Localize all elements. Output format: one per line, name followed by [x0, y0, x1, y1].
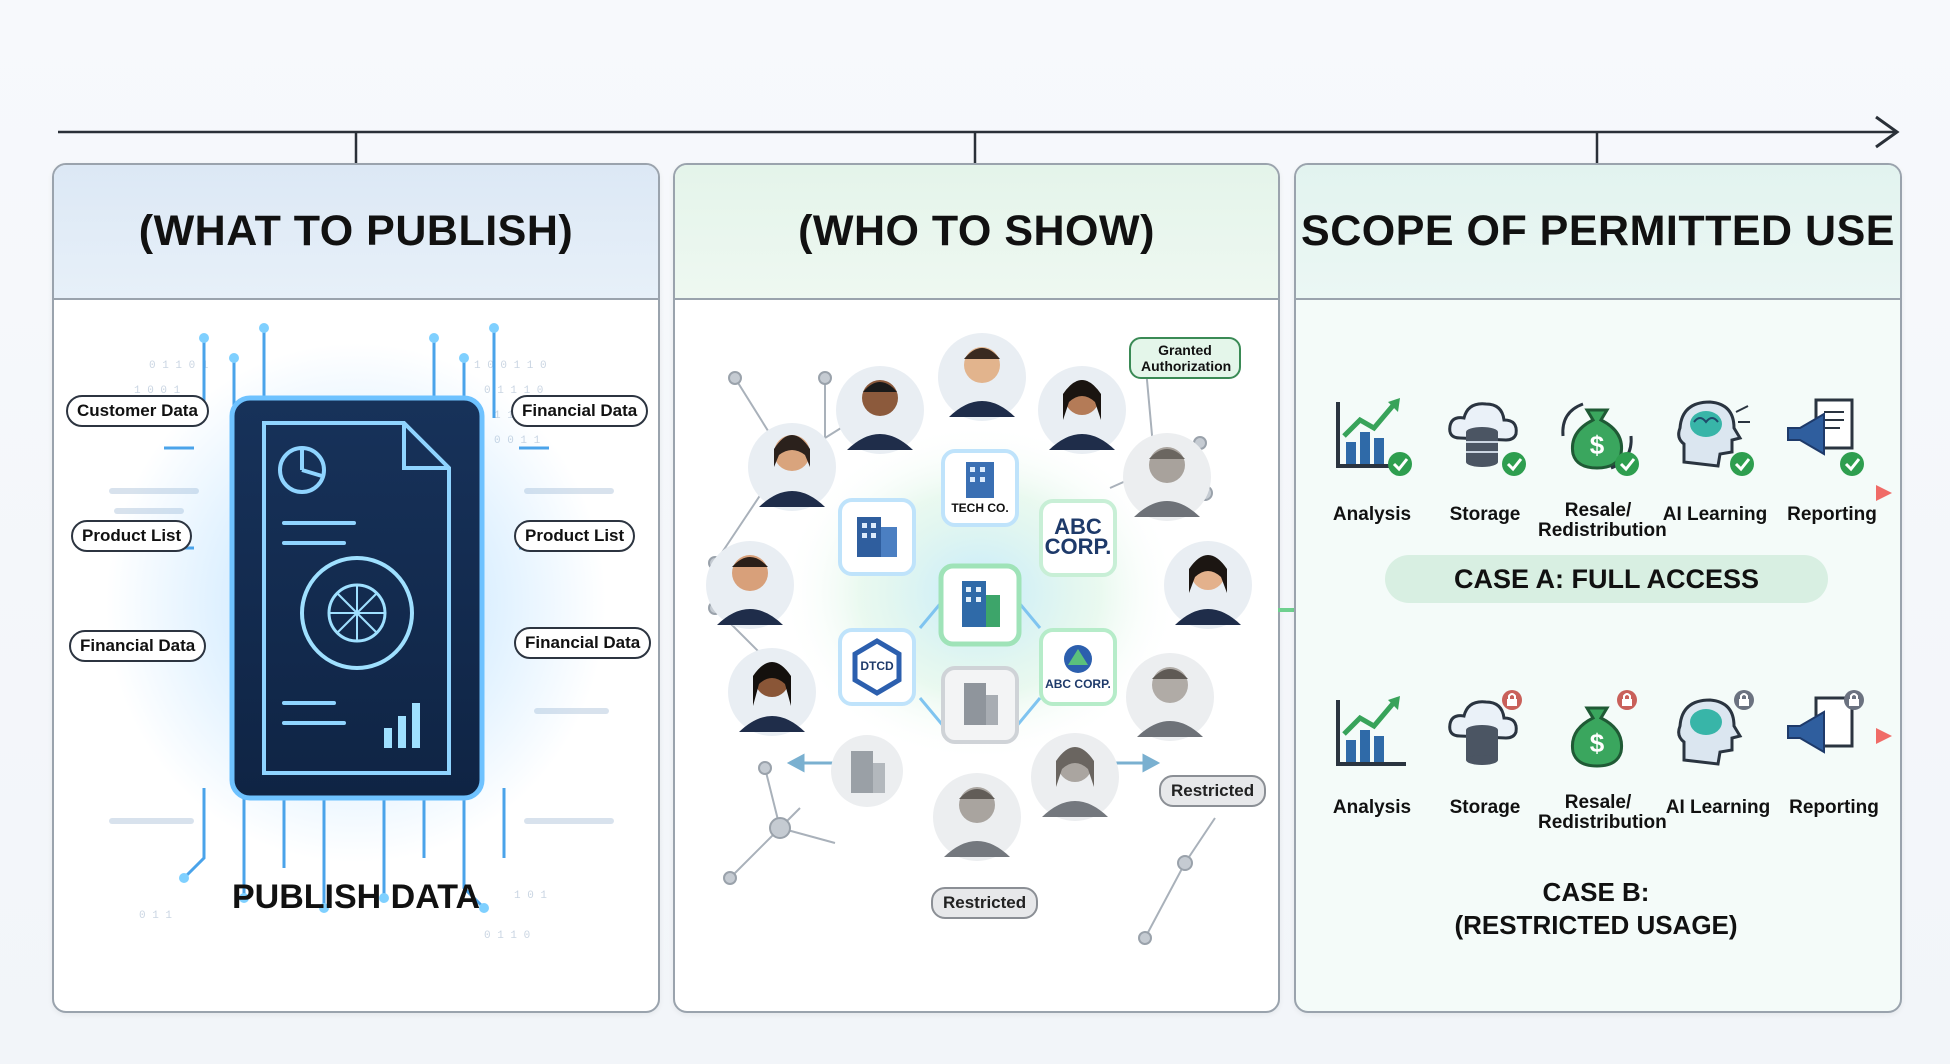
megaphone-report-icon — [1787, 398, 1864, 476]
abc-corp-tile-1[interactable] — [1038, 498, 1118, 578]
publish-panel-title: (WHAT TO PUBLISH) — [54, 165, 658, 300]
abc-corp-tile-2[interactable] — [1038, 627, 1118, 707]
case-a-label-reporting: Reporting — [1787, 504, 1877, 525]
case-a-label-resale: Resale/ Redistribution — [1538, 500, 1667, 541]
publish-panel: (WHAT TO PUBLISH) 0 1 1 0 1 1 0 0 1 1 0 1… — [52, 163, 660, 1013]
audience-panel-title: (WHO TO SHOW) — [675, 165, 1278, 300]
publish-data-caption: PUBLISH DATA — [231, 878, 481, 916]
label-customer-data: Customer Data — [66, 395, 209, 427]
label-financial-data-2: Financial Data — [69, 630, 207, 662]
restricted-tag-bottom: Restricted — [931, 887, 1039, 919]
scope-panel-title: SCOPE OF PERMITTED USE — [1296, 165, 1900, 300]
money-bag-icon: $ — [1561, 402, 1639, 476]
svg-text:1 0 0 1 1 0: 1 0 0 1 1 0 — [474, 360, 547, 372]
label-product-list-2: Product List — [514, 520, 636, 552]
svg-text:1 0 1: 1 0 1 — [514, 890, 547, 902]
case-a-title: CASE A: FULL ACCESS — [1385, 555, 1828, 603]
chart-growth-icon — [1336, 696, 1406, 766]
gray-building-tile-bottom — [941, 666, 1019, 744]
granted-authorization-tag: Granted Authorization — [1129, 337, 1241, 379]
label-product-list-1: Product List — [71, 520, 193, 552]
person-avatar-restricted-4 — [933, 773, 1021, 861]
person-avatar-7 — [728, 648, 816, 736]
case-a-label-storage: Storage — [1449, 504, 1521, 525]
case-b-title-line1: CASE B: — [1542, 877, 1650, 907]
case-b-label-storage: Storage — [1449, 797, 1521, 818]
svg-text:1 0 0 1: 1 0 0 1 — [134, 385, 181, 397]
svg-text:0 1 1: 0 1 1 — [139, 910, 172, 922]
case-a-label-analysis: Analysis — [1332, 504, 1412, 525]
dtcd-tile[interactable] — [837, 627, 917, 707]
abc-corp-label-1: ABC CORP. — [1044, 514, 1112, 559]
case-b-label-resale: Resale/ Redistribution — [1538, 792, 1667, 833]
person-avatar-5 — [706, 541, 794, 629]
audience-panel: (WHO TO SHOW) — [673, 163, 1280, 1013]
megaphone-report-icon — [1787, 690, 1864, 754]
person-avatar-4 — [1038, 366, 1126, 454]
restricted-tag-right: Restricted — [1159, 775, 1267, 807]
person-avatar-restricted-1 — [1123, 433, 1211, 521]
timeline-arrow — [58, 115, 1900, 163]
person-avatar-restricted-3 — [1031, 733, 1119, 821]
money-bag-icon: $ — [1570, 690, 1637, 768]
person-avatar-1 — [748, 423, 836, 511]
cloud-database-icon — [1448, 402, 1526, 476]
svg-text:$: $ — [1590, 728, 1605, 758]
case-a-flow-line — [1315, 485, 1892, 501]
dtcd-label: DTCD — [860, 659, 894, 673]
svg-text:0 1 1 0: 0 1 1 0 — [484, 930, 530, 942]
cloud-database-icon — [1448, 690, 1522, 765]
case-b-title-line2: (RESTRICTED USAGE) — [1454, 910, 1738, 940]
person-avatar-3 — [938, 333, 1026, 421]
svg-text:0 1 1 0 1: 0 1 1 0 1 — [149, 360, 209, 372]
ai-brain-icon — [1677, 400, 1754, 476]
case-b-label-ai-learning: AI Learning — [1665, 797, 1771, 818]
label-financial-data-3: Financial Data — [514, 627, 652, 659]
tech-co-label: TECH CO. — [951, 501, 1009, 515]
abc-corp-label-2: ABC CORP. — [1045, 677, 1111, 691]
center-building-tile[interactable] — [938, 563, 1022, 647]
label-financial-data-1: Financial Data — [511, 395, 649, 427]
tech-co-tile[interactable] — [940, 448, 1020, 528]
case-b-label-reporting: Reporting — [1789, 797, 1879, 818]
ai-brain-icon — [1677, 690, 1754, 766]
person-avatar-2 — [836, 366, 924, 454]
case-a-label-ai-learning: AI Learning — [1662, 504, 1768, 525]
chart-growth-icon — [1336, 398, 1412, 476]
person-avatar-6 — [1164, 541, 1252, 629]
case-b-label-analysis: Analysis — [1332, 797, 1412, 818]
svg-text:$: $ — [1590, 430, 1605, 460]
gray-building-icon-left — [831, 735, 903, 807]
building-tile-left[interactable] — [837, 497, 917, 577]
person-avatar-restricted-2 — [1126, 653, 1214, 741]
